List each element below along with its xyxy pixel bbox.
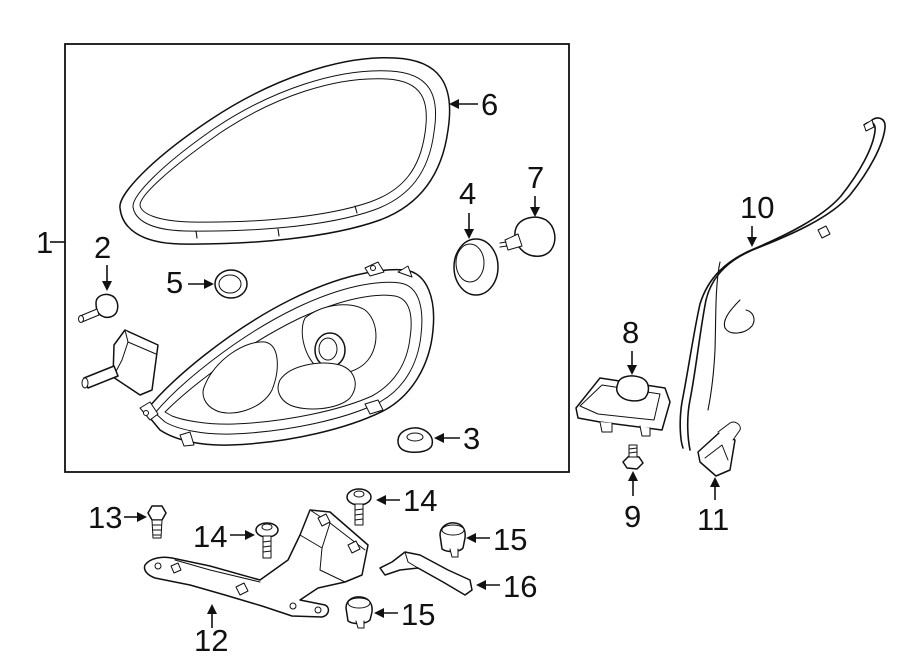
hid-bulb-socket [81, 329, 159, 396]
callout-15b-label: 15 [401, 597, 435, 632]
callout-6-label: 6 [481, 87, 498, 122]
part-9-bolt: 9 [622, 444, 644, 534]
headlamp-assembly-box [64, 43, 570, 473]
part-6-lens-seal [119, 57, 451, 245]
callout-10-label: 10 [740, 190, 774, 225]
callout-4-label: 4 [459, 176, 476, 211]
headlamp-housing [139, 261, 435, 447]
callout-14a-label: 14 [193, 519, 227, 554]
callout-8-label: 8 [622, 315, 639, 350]
callout-11-label: 11 [697, 502, 729, 537]
part-15-clip-upper: 15 [439, 522, 527, 558]
callout-7-label: 7 [527, 160, 544, 195]
part-10-wiring-harness: 10 [679, 117, 886, 451]
callout-1: 1 [36, 225, 65, 260]
part-14-screw-left: 14 [193, 519, 279, 559]
part-8-control-module: 8 [575, 315, 671, 437]
callout-13-label: 13 [88, 500, 122, 535]
part-13-bolt: 13 [88, 500, 167, 539]
callout-12-label: 12 [194, 623, 228, 658]
callout-9-label: 9 [624, 499, 641, 534]
part-11-connector: 11 [697, 421, 741, 537]
callout-15a-label: 15 [493, 522, 527, 557]
part-15-clip-lower: 15 [345, 596, 435, 632]
callout-14b-label: 14 [403, 483, 437, 518]
part-4-cap: 4 [453, 176, 499, 296]
part-16-strip: 16 [379, 551, 537, 604]
part-2-bulb: 2 [78, 230, 119, 323]
part-12-bracket: 12 [143, 509, 369, 658]
callout-3-label: 3 [463, 421, 480, 456]
part-5-grommet: 5 [166, 265, 248, 300]
part-3-grommet: 3 [397, 421, 480, 456]
part-7-actuator: 7 [499, 160, 556, 257]
callout-2-label: 2 [94, 230, 111, 265]
callout-6: 6 [449, 87, 498, 122]
callout-1-label: 1 [36, 225, 53, 260]
callout-16-label: 16 [503, 569, 537, 604]
callout-5-label: 5 [166, 265, 183, 300]
part-14-screw-right: 14 [346, 483, 437, 526]
